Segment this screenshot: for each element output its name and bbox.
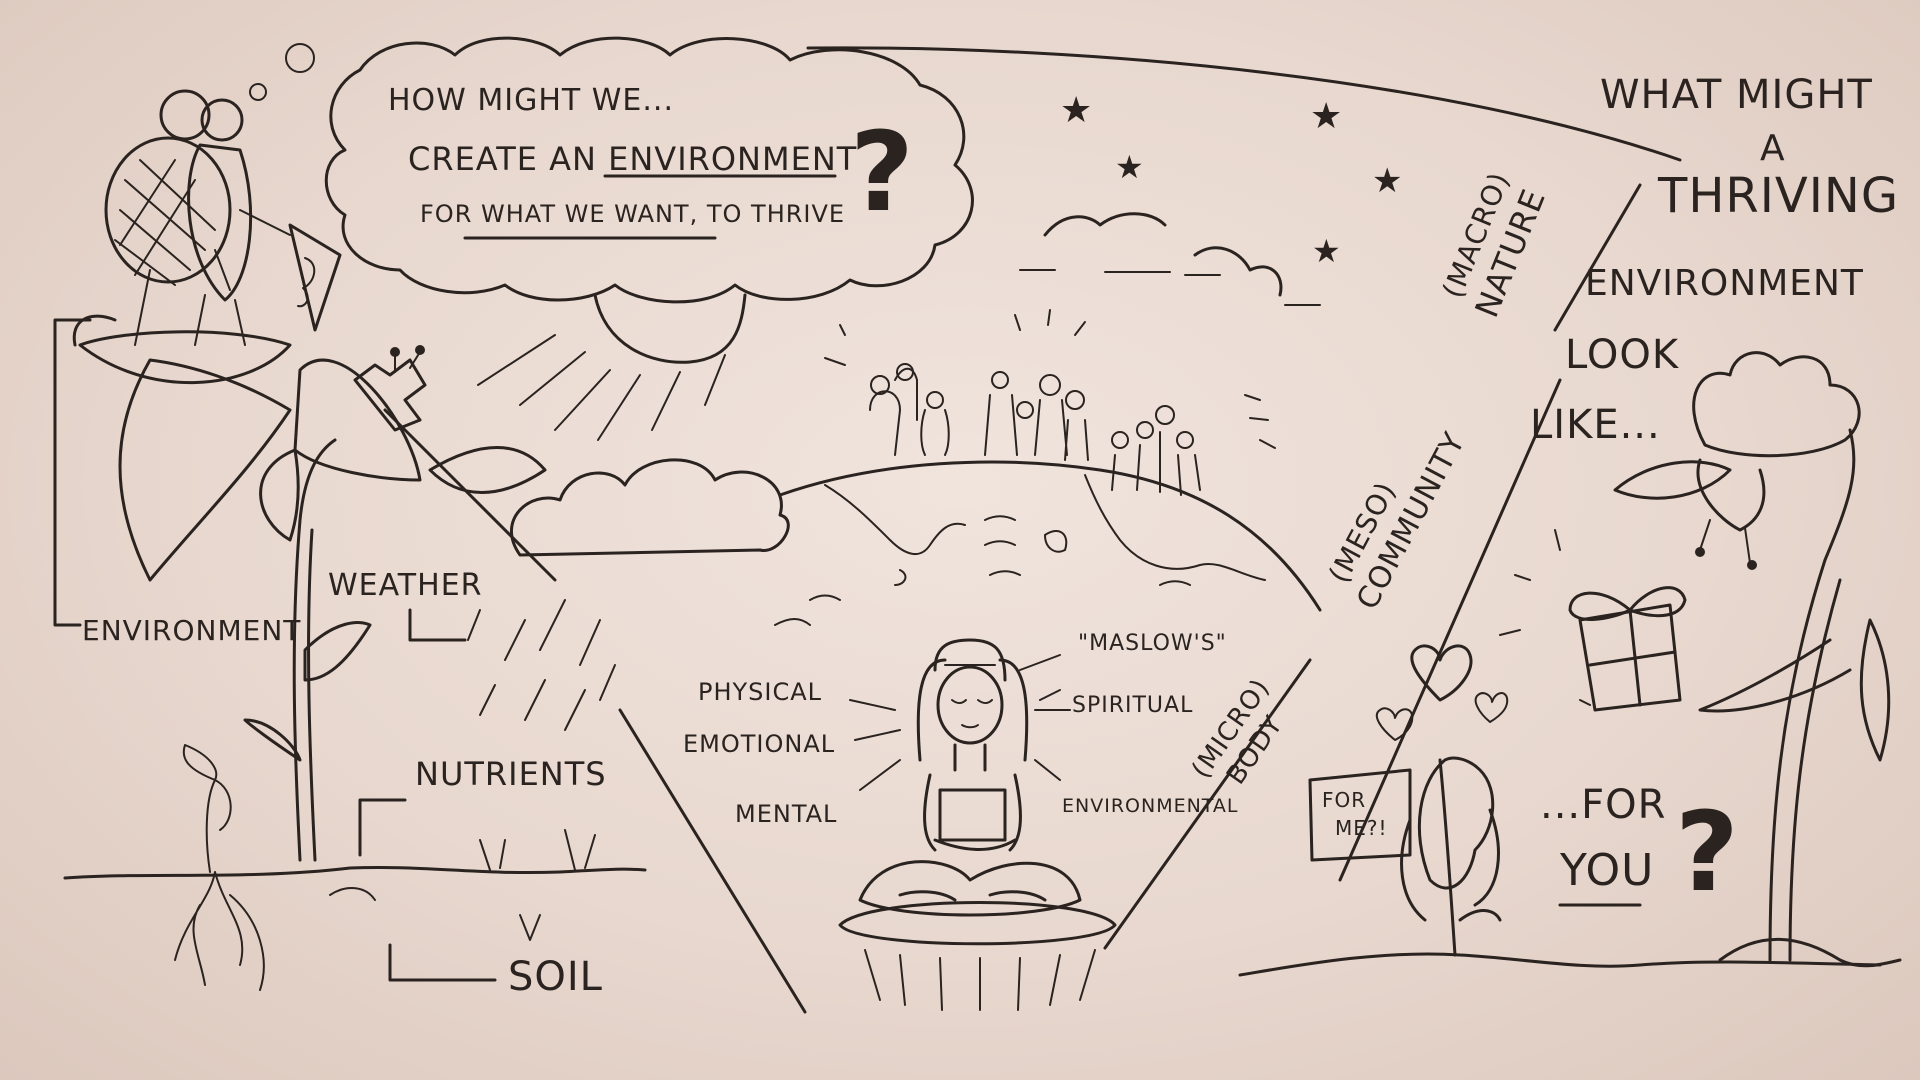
svg-text:★: ★ xyxy=(1115,148,1145,186)
sign-line-1: FOR xyxy=(1322,788,1366,812)
funnel-lower-right xyxy=(1103,658,1312,950)
label-environment: ENVIRONMENT xyxy=(82,614,301,647)
label-soil: SOIL xyxy=(508,954,603,1000)
flower-left-icon xyxy=(72,314,547,862)
ground-right xyxy=(1238,952,1882,977)
label-physical: PHYSICAL xyxy=(698,678,822,706)
label-spiritual: SPIRITUAL xyxy=(1072,693,1193,718)
thought-bubble xyxy=(249,36,974,304)
fly-icon xyxy=(104,89,342,346)
question-line-6: LIKE... xyxy=(1530,402,1661,448)
question-line-1: WHAT MIGHT xyxy=(1600,72,1873,118)
sign-icon: FOR ME?! xyxy=(1308,768,1412,862)
cloud-sky-icon xyxy=(1019,212,1321,306)
meditating-person-icon xyxy=(838,638,1117,1011)
heart-icon xyxy=(1375,644,1509,741)
svg-text:★: ★ xyxy=(1060,90,1093,131)
label-you: YOU xyxy=(1559,845,1654,896)
divider-community xyxy=(1338,378,1562,882)
arc-line xyxy=(806,46,1682,162)
spark-lines-right xyxy=(1499,529,1591,706)
svg-text:★: ★ xyxy=(1312,232,1342,270)
bracket-environment xyxy=(53,318,92,627)
cloud-icon xyxy=(467,458,790,731)
bracket-weather xyxy=(408,608,467,642)
label-mental: MENTAL xyxy=(735,800,837,828)
bubble-line-1: HOW MIGHT WE... xyxy=(388,83,674,118)
sign-line-2: ME?! xyxy=(1335,816,1388,840)
globe-icon xyxy=(774,460,1322,626)
funnel-left-line xyxy=(383,408,557,582)
stars-icon: ★ ★ ★ ★ ★ xyxy=(1060,90,1403,270)
bubble-question-mark: ? xyxy=(850,108,915,236)
label-for: ...FOR xyxy=(1540,782,1666,828)
label-maslows: "MASLOW'S" xyxy=(1078,631,1227,656)
svg-text:★: ★ xyxy=(1372,161,1403,201)
label-environmental: ENVIRONMENTAL xyxy=(1062,795,1239,817)
sprout-icon xyxy=(1400,756,1502,957)
funnel-lower-left xyxy=(618,708,807,1014)
spark-lines xyxy=(824,309,1276,449)
question-line-5: LOOK xyxy=(1565,332,1680,378)
question-line-4: ENVIRONMENT xyxy=(1585,263,1864,304)
svg-text:★: ★ xyxy=(1310,96,1343,137)
ground-left xyxy=(63,744,647,991)
bracket-nutrients xyxy=(358,798,407,857)
bracket-soil xyxy=(388,943,497,982)
question-line-3: THRIVING xyxy=(1657,168,1899,224)
label-emotional: EMOTIONAL xyxy=(683,730,835,758)
label-nutrients: NUTRIENTS xyxy=(415,755,607,793)
divider-nature xyxy=(1553,183,1642,332)
question-line-2: A xyxy=(1760,128,1786,169)
bubble-line-2: CREATE AN ENVIRONMENT xyxy=(408,140,857,178)
bubble-line-3: FOR WHAT WE WANT, TO THRIVE xyxy=(420,200,845,228)
people-group-icon xyxy=(869,363,1201,496)
sun-icon xyxy=(477,293,747,441)
right-question-mark: ? xyxy=(1675,788,1740,916)
label-weather: WEATHER xyxy=(328,568,483,603)
